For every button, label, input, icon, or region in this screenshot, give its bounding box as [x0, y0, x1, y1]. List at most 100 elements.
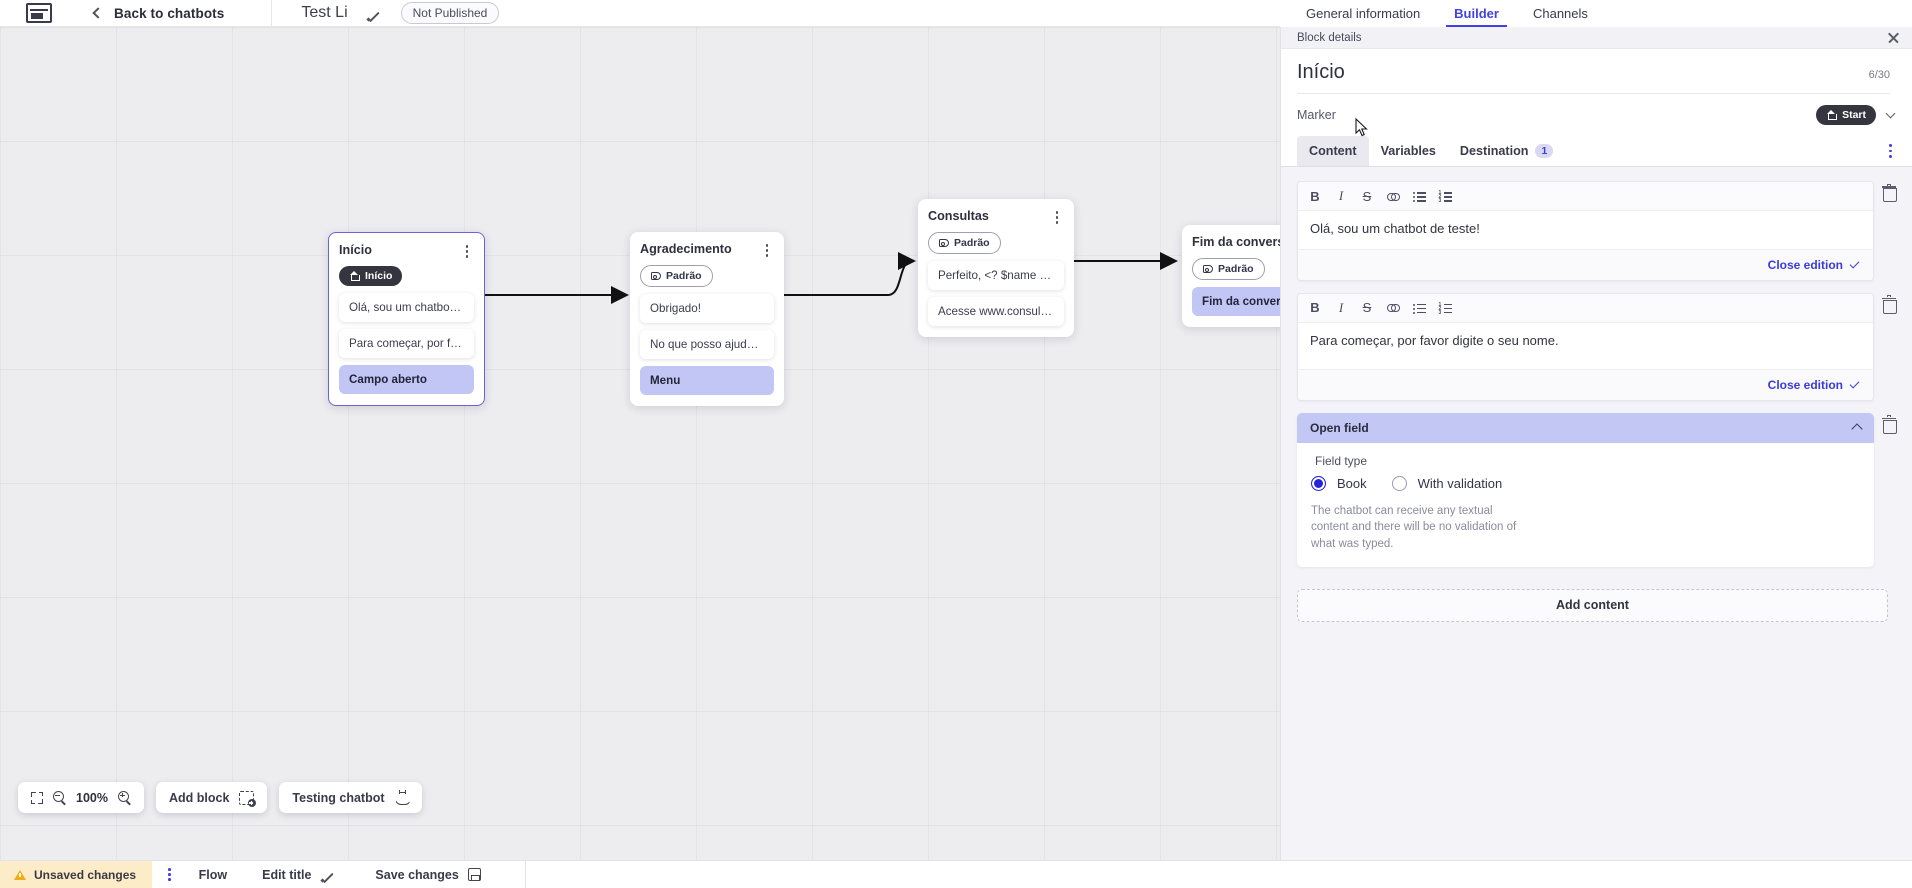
italic-icon[interactable]: I [1338, 188, 1344, 203]
node-header: Consultas [928, 209, 1064, 224]
testing-chatbot-button[interactable]: Testing chatbot [279, 782, 422, 813]
pencil-icon [320, 867, 335, 882]
radio-with-validation-label: With validation [1417, 475, 1503, 491]
add-content-button[interactable]: Add content [1297, 588, 1888, 622]
tab-builder[interactable]: Builder [1446, 6, 1507, 27]
node-tag-padrao: Padrão [1192, 258, 1265, 281]
bold-icon[interactable]: B [1310, 188, 1320, 204]
node-message[interactable]: Obrigado! [640, 294, 774, 324]
panel-body: Início 6/30 Marker Start Content [1281, 49, 1912, 860]
back-to-chatbots-label: Back to chatbots [114, 5, 225, 21]
tab-destination[interactable]: Destination 1 [1448, 136, 1565, 166]
node-message-highlighted[interactable]: Campo aberto [339, 365, 474, 395]
radio-book-label: Book [1337, 475, 1367, 491]
add-block-label: Add block [168, 790, 230, 805]
tab-general-information[interactable]: General information [1306, 6, 1421, 21]
open-field-card: Open field Field type Book With validati… [1297, 412, 1874, 567]
flow-node-agradecimento[interactable]: Agradecimento Padrão Obrigado! No que po… [630, 232, 784, 407]
add-block-button[interactable]: Add block [155, 782, 268, 813]
editor-footer: Close edition [1298, 368, 1873, 400]
pencil-icon[interactable] [366, 6, 381, 21]
node-menu-button[interactable] [460, 243, 474, 258]
editor-text[interactable]: Para começar, por favor digite o seu nom… [1310, 332, 1559, 348]
tag-icon [1203, 264, 1213, 274]
flow-node-fim-da-conversa[interactable]: Fim da conversa Padrão Fim da conversa [1182, 225, 1280, 328]
editor-text[interactable]: Olá, sou um chatbot de teste! [1310, 221, 1480, 236]
header-divider [271, 0, 273, 27]
canvas-toolbar: 100% Add block Testing chatbot [18, 782, 422, 813]
mouse-cursor [1355, 118, 1368, 137]
panel-header: Block details [1281, 27, 1912, 49]
flow-node-inicio[interactable]: Início Início Olá, sou um chatbot de tes… [328, 232, 485, 407]
zoom-out-icon[interactable] [53, 791, 66, 804]
node-message[interactable]: Perfeito, <? $name ?>! [928, 261, 1064, 291]
radio-book[interactable] [1311, 475, 1326, 491]
unsaved-changes-status: Unsaved changes [0, 860, 153, 888]
add-block-icon [239, 790, 257, 807]
trash-icon[interactable] [1882, 415, 1897, 434]
footer-more-options-icon[interactable] [162, 868, 177, 881]
panel-more-options-icon[interactable] [1885, 136, 1896, 166]
zoom-in-icon[interactable] [117, 791, 131, 804]
unsaved-changes-label: Unsaved changes [34, 867, 137, 882]
tab-destination-label: Destination [1459, 144, 1529, 158]
tab-channels[interactable]: Channels [1532, 6, 1588, 21]
chevron-up-icon[interactable] [1851, 423, 1863, 435]
publish-status-badge: Not Published [400, 2, 500, 24]
bullet-list-icon[interactable] [1406, 186, 1432, 206]
close-edition-button[interactable]: Close edition [1768, 258, 1860, 272]
node-menu-button[interactable] [760, 242, 774, 257]
strikethrough-icon[interactable]: S [1362, 300, 1372, 316]
node-header: Início [339, 243, 474, 258]
trash-icon[interactable] [1882, 183, 1897, 202]
edit-title-button[interactable]: Edit title [262, 867, 335, 882]
node-message[interactable]: No que posso ajudar, <? $name ... [640, 330, 774, 360]
node-message-highlighted[interactable]: Fim da conversa [1192, 287, 1280, 317]
bold-icon[interactable]: B [1310, 300, 1320, 316]
link-icon[interactable] [1380, 298, 1406, 318]
bullet-list-icon[interactable] [1406, 298, 1432, 318]
node-message[interactable]: Olá, sou um chatbot de teste! [339, 293, 474, 323]
tab-variables[interactable]: Variables [1369, 136, 1448, 166]
italic-icon[interactable]: I [1338, 299, 1344, 315]
node-message-highlighted[interactable]: Menu [640, 366, 774, 396]
link-icon[interactable] [1380, 186, 1406, 206]
node-tag-label: Padrão [954, 237, 990, 250]
marker-start-badge[interactable]: Start [1816, 105, 1876, 125]
flow-node-consultas[interactable]: Consultas Padrão Perfeito, <? $name ?>! … [918, 199, 1074, 338]
tab-content[interactable]: Content [1297, 136, 1369, 166]
tab-content-label: Content [1309, 144, 1357, 158]
trash-icon[interactable] [1882, 295, 1897, 314]
tag-icon [651, 271, 661, 281]
app-logo-icon[interactable] [26, 3, 52, 23]
node-menu-button[interactable] [1050, 209, 1064, 224]
save-changes-button[interactable]: Save changes [375, 868, 481, 882]
node-message[interactable]: Para começar, por favor digite o ... [339, 329, 474, 359]
radio-with-validation[interactable] [1391, 475, 1407, 491]
open-field-header[interactable]: Open field [1297, 412, 1874, 443]
zoom-controls[interactable]: 100% [18, 782, 144, 813]
chevron-down-icon[interactable] [1885, 108, 1896, 119]
main-tabs: General information Builder Channels [1280, 0, 1912, 27]
back-to-chatbots-button[interactable]: Back to chatbots [92, 5, 225, 21]
char-counter: 6/30 [1868, 69, 1890, 81]
flow-button[interactable]: Flow [199, 868, 227, 882]
strikethrough-icon[interactable]: S [1362, 188, 1372, 204]
node-message[interactable]: Acesse www.consultas.com par... [928, 297, 1064, 327]
chatbot-title: Test Li [301, 4, 348, 21]
field-type-label: Field type [1315, 453, 1368, 468]
close-edition-button[interactable]: Close edition [1768, 378, 1860, 392]
save-icon [467, 868, 481, 881]
fit-screen-icon[interactable] [31, 791, 43, 804]
marker-value: Start [1842, 109, 1866, 121]
flow-canvas[interactable]: Início Início Olá, sou um chatbot de tes… [0, 27, 1280, 860]
marker-control: Start [1816, 105, 1896, 125]
close-icon[interactable] [1887, 31, 1900, 44]
